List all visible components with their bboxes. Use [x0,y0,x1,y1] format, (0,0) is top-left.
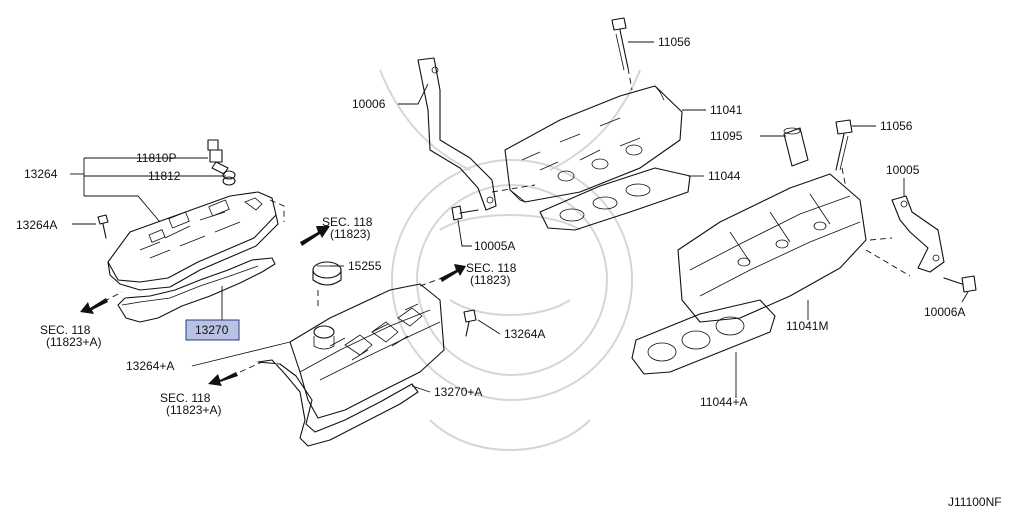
label-13264a-right[interactable]: 13264A [504,327,545,341]
label-10006[interactable]: 10006 [352,97,386,111]
label-11810p[interactable]: 11810P [136,151,176,165]
label-11041[interactable]: 11041 [710,103,743,117]
label-11056-right[interactable]: 11056 [880,119,913,133]
sec-ref-3-title[interactable]: SEC. 118 [466,261,517,275]
oil-filler-cap-15255[interactable] [312,261,342,286]
bracket-10005[interactable] [891,195,945,273]
bracket-10006[interactable] [417,57,497,211]
bolt-10005a[interactable] [451,205,479,221]
cylinder-head-11041m[interactable] [677,173,867,323]
sec-ref-4-title[interactable]: SEC. 118 [160,391,211,405]
valve-cover-center[interactable] [289,283,445,419]
label-10006a[interactable]: 10006A [924,305,965,319]
bolt-11056-right[interactable] [835,119,853,171]
sec-ref-2-sub[interactable]: (11823+A) [46,335,101,349]
pcv-valve-11810p[interactable] [207,139,229,175]
connection-lines [94,67,911,373]
label-11041m[interactable]: 11041M [786,319,828,333]
bolt-10006a[interactable] [943,275,977,293]
label-13270[interactable]: 13270 [195,323,229,337]
bolt-11056-top[interactable] [611,17,629,71]
valve-cover-gasket-center[interactable] [257,359,419,447]
valve-cover-left[interactable] [107,191,279,291]
head-gasket-11044a[interactable] [631,299,776,375]
sec-arrow-4[interactable] [208,372,238,386]
label-13270-a[interactable]: 13270+A [434,385,482,399]
leader-lines [70,41,969,398]
diagram-code: J11100NF [948,495,1002,509]
bolt-13264a-right[interactable] [463,309,477,337]
sec-ref-4-sub[interactable]: (11823+A) [166,403,221,417]
spark-plug-tube-11095[interactable] [783,127,809,167]
watermark-logo [379,69,641,451]
bolt-13264a-left[interactable] [97,214,109,239]
grommet-11812[interactable] [222,170,236,186]
label-11044-a[interactable]: 11044+A [700,395,748,409]
sec-arrow-2[interactable] [80,298,108,314]
label-13264-a[interactable]: 13264+A [126,359,174,373]
cylinder-head-11041[interactable] [504,85,683,203]
sec-ref-2-title[interactable]: SEC. 118 [40,323,91,337]
label-11056-top[interactable]: 11056 [658,35,691,49]
label-13264[interactable]: 13264 [24,167,58,181]
part-labels: 11810P 13264 11812 13264A 13270 15255 13… [16,35,965,409]
label-15255[interactable]: 15255 [348,259,382,273]
sec-ref-3-sub[interactable]: (11823) [470,273,510,287]
label-11812[interactable]: 11812 [148,169,181,183]
label-13264a-left[interactable]: 13264A [16,218,57,232]
label-10005[interactable]: 10005 [886,163,920,177]
label-10005a[interactable]: 10005A [474,239,515,253]
part-13270-highlight[interactable] [185,319,240,341]
section-references: SEC. 118 (11823) SEC. 118 (11823+A) SEC.… [40,215,517,417]
label-11095[interactable]: 11095 [710,129,743,143]
sec-arrow-3[interactable] [440,264,466,282]
sec-arrow-1[interactable] [300,226,330,246]
sec-ref-1-sub[interactable]: (11823) [330,227,370,241]
head-gasket-11044[interactable] [539,167,691,231]
label-11044[interactable]: 11044 [708,169,741,183]
valve-cover-gasket-left[interactable] [117,257,276,323]
sec-ref-1-title[interactable]: SEC. 118 [322,215,373,229]
